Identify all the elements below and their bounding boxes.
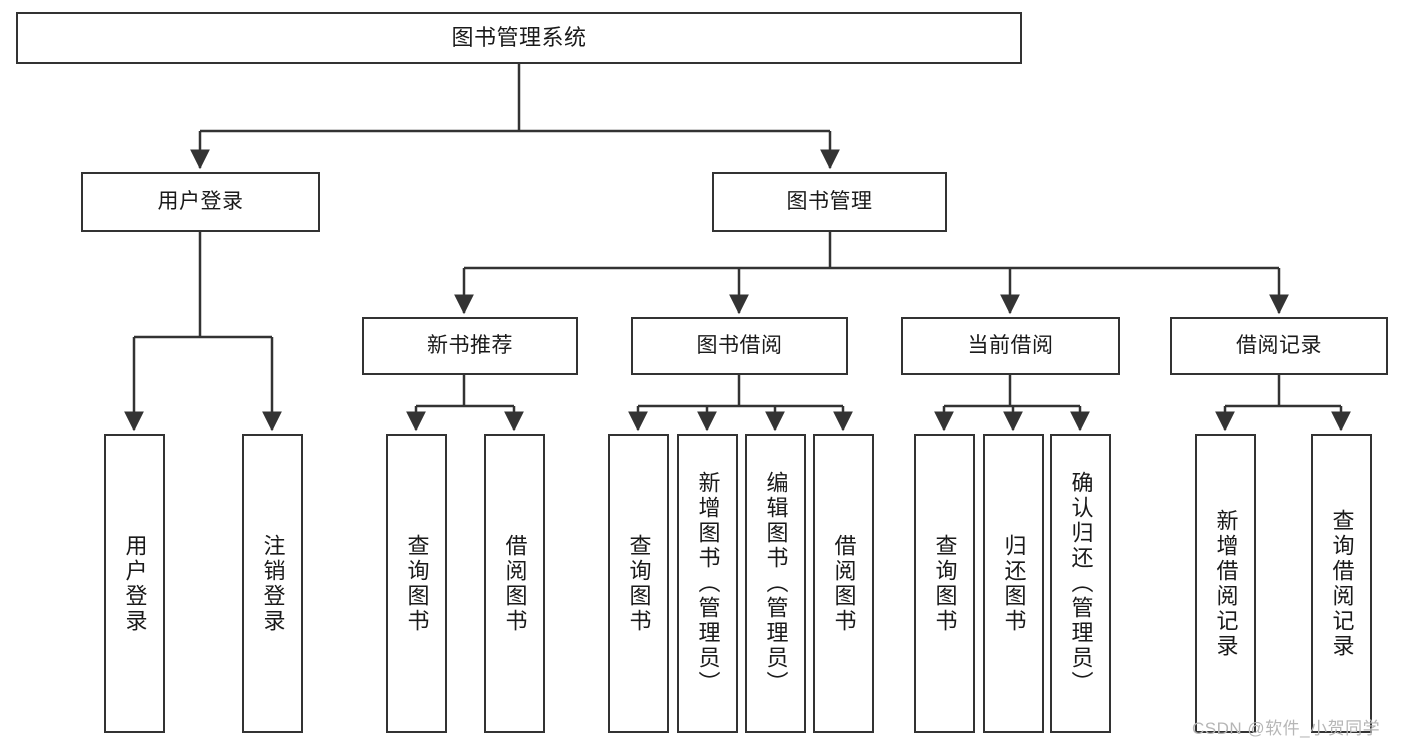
node-label: 图书管理 xyxy=(786,189,873,213)
node-leaf-add-book-admin[interactable]: 新增图书（管理员） xyxy=(677,434,738,733)
node-label: 新书推荐 xyxy=(427,333,513,357)
node-leaf-borrow-book-new[interactable]: 借阅图书 xyxy=(484,434,545,733)
node-label: 新增借阅记录 xyxy=(1213,508,1239,659)
node-leaf-return-book[interactable]: 归还图书 xyxy=(983,434,1044,733)
node-label: 借阅图书 xyxy=(831,533,857,634)
node-label: 借阅记录 xyxy=(1236,333,1322,357)
node-label: 用户登录 xyxy=(122,533,148,634)
node-label: 图书管理系统 xyxy=(451,25,587,51)
node-leaf-query-book-current[interactable]: 查询图书 xyxy=(914,434,975,733)
node-leaf-borrow-book[interactable]: 借阅图书 xyxy=(813,434,874,733)
node-leaf-query-borrow-record[interactable]: 查询借阅记录 xyxy=(1311,434,1372,733)
node-current-borrow[interactable]: 当前借阅 xyxy=(901,317,1120,375)
node-root-book-management-system[interactable]: 图书管理系统 xyxy=(16,12,1022,64)
node-label: 归还图书 xyxy=(1001,533,1027,634)
node-user-login[interactable]: 用户登录 xyxy=(81,172,320,232)
node-label: 新增图书（管理员） xyxy=(695,471,721,696)
node-label: 当前借阅 xyxy=(967,333,1054,357)
node-leaf-logout[interactable]: 注销登录 xyxy=(242,434,303,733)
node-label: 注销登录 xyxy=(260,533,286,634)
node-label: 图书借阅 xyxy=(696,333,783,357)
node-label: 用户登录 xyxy=(157,189,244,213)
node-label: 查询借阅记录 xyxy=(1329,508,1355,659)
node-leaf-query-book-new[interactable]: 查询图书 xyxy=(386,434,447,733)
node-leaf-query-book-borrow[interactable]: 查询图书 xyxy=(608,434,669,733)
node-leaf-edit-book-admin[interactable]: 编辑图书（管理员） xyxy=(745,434,806,733)
node-label: 编辑图书（管理员） xyxy=(763,471,789,696)
node-book-management[interactable]: 图书管理 xyxy=(712,172,947,232)
node-leaf-user-login[interactable]: 用户登录 xyxy=(104,434,165,733)
node-label: 确认归还（管理员） xyxy=(1068,471,1094,696)
node-leaf-add-borrow-record[interactable]: 新增借阅记录 xyxy=(1195,434,1256,733)
node-book-borrow[interactable]: 图书借阅 xyxy=(631,317,848,375)
node-new-book-recommend[interactable]: 新书推荐 xyxy=(362,317,578,375)
node-label: 查询图书 xyxy=(932,533,958,634)
node-leaf-confirm-return-admin[interactable]: 确认归还（管理员） xyxy=(1050,434,1111,733)
node-label: 查询图书 xyxy=(626,533,652,634)
node-label: 查询图书 xyxy=(404,533,430,634)
node-borrow-record[interactable]: 借阅记录 xyxy=(1170,317,1388,375)
node-label: 借阅图书 xyxy=(502,533,528,634)
